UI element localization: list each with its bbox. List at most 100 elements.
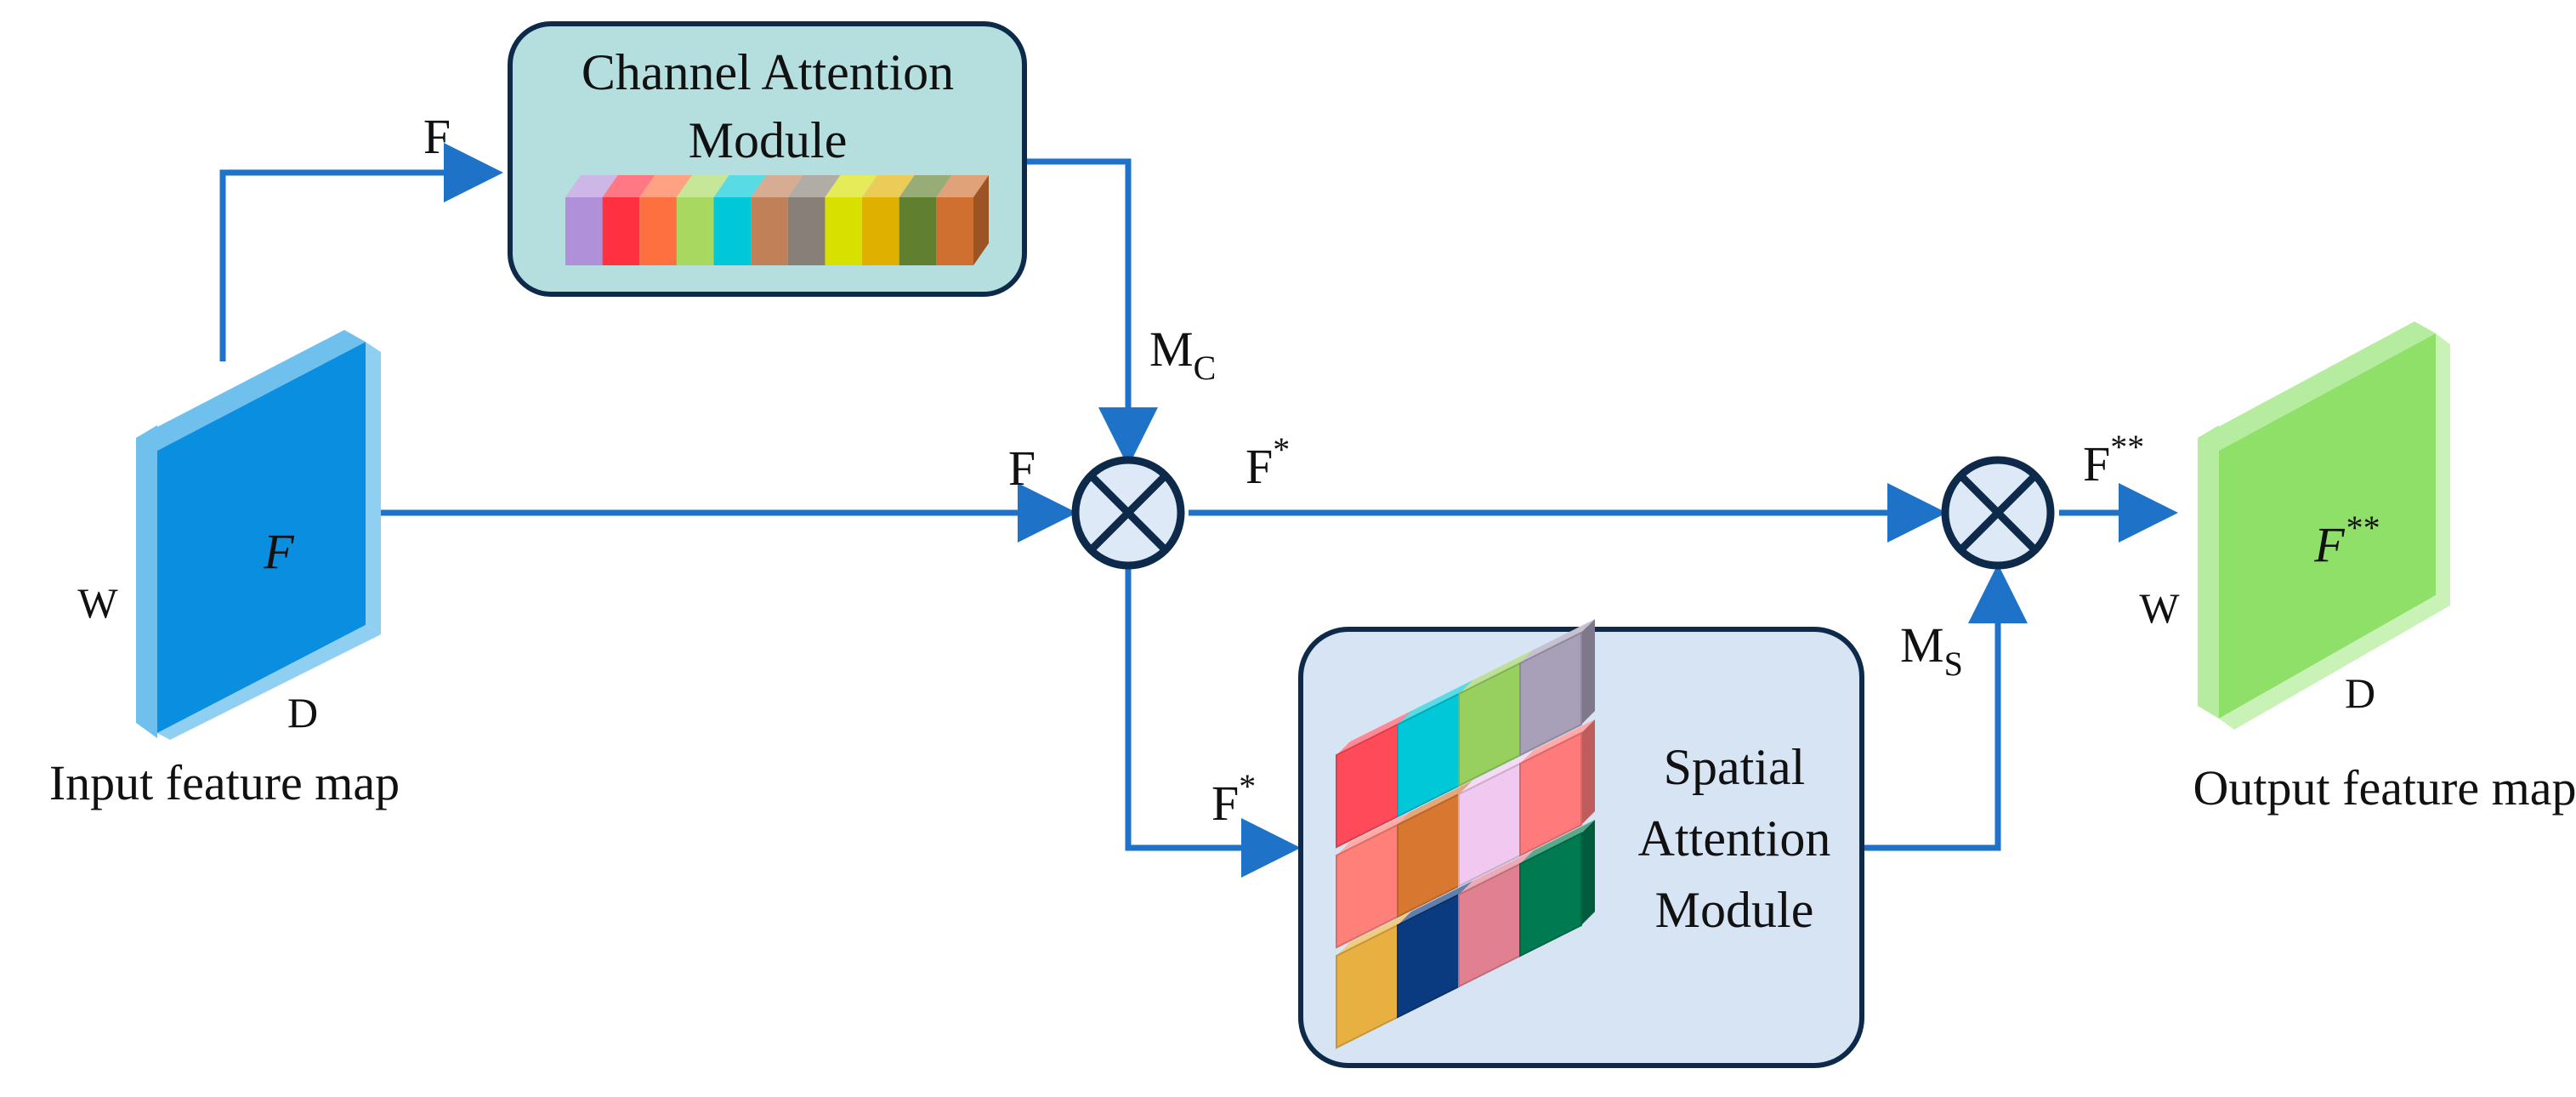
- spatial-module-title-line1: Spatial: [1664, 739, 1806, 795]
- spatial-module-title-line2: Attention: [1638, 810, 1831, 867]
- channel-slice-front: [565, 197, 603, 265]
- label-fstar-spatial-sup: *: [1239, 767, 1256, 805]
- spatial-tile-side: [1581, 820, 1595, 925]
- channel-slice-front: [676, 197, 714, 265]
- input-map-front-face: [157, 342, 366, 733]
- channel-slice-top: [602, 175, 655, 197]
- input-map-bottom-edge: [157, 625, 381, 740]
- channel-slice-front: [899, 197, 937, 265]
- spatial-tile-top: [1520, 719, 1595, 764]
- spatial-tile: [1519, 631, 1582, 757]
- channel-slice-top: [676, 175, 729, 197]
- label-ms-sub: S: [1944, 645, 1963, 683]
- label-ms: MS: [1900, 617, 1963, 683]
- spatial-tile-top: [1520, 619, 1595, 663]
- label-fstar-sup: *: [1273, 430, 1290, 469]
- label-fstar-spatial-base: F: [1211, 776, 1239, 831]
- arrow-operator1-to-spatial-module: [1125, 568, 1301, 878]
- channel-slice-top: [862, 175, 915, 197]
- channel-slice-top: [787, 175, 841, 197]
- input-map-center-label: F: [263, 524, 294, 579]
- channel-slice-top: [639, 175, 692, 197]
- arrow-input-to-channel-module: [219, 143, 503, 361]
- channel-slice-front: [825, 197, 863, 265]
- label-ms-base: M: [1900, 617, 1944, 673]
- input-map-top-face: [136, 330, 366, 451]
- channel-attention-module: Channel Attention Module: [508, 21, 1027, 297]
- channel-slice-top: [565, 175, 618, 197]
- output-map-right-edge: [2436, 333, 2450, 605]
- spatial-tile-top: [1459, 750, 1534, 794]
- label-mc: MC: [1149, 321, 1216, 387]
- connectors: [219, 143, 2178, 878]
- operator1-cross-b: [1087, 472, 1169, 554]
- label-mc-base: M: [1149, 321, 1194, 377]
- channel-slice-front: [936, 197, 973, 265]
- label-f-into-operator1: F: [1008, 441, 1036, 496]
- label-fstar-spatial: F*: [1211, 767, 1256, 831]
- channel-slice-top: [713, 175, 767, 197]
- channel-module-title-line1: Channel Attention: [582, 44, 954, 100]
- channel-slice-front: [751, 197, 788, 265]
- input-map-icon: [136, 330, 381, 740]
- input-map-depth-label: D: [287, 689, 318, 736]
- output-map-icon: [2198, 321, 2450, 730]
- spatial-tile-top: [1336, 811, 1411, 855]
- output-map-depth-label: D: [2345, 669, 2375, 717]
- multiply-operator-2: [1941, 456, 2055, 570]
- channel-slice-front: [602, 197, 640, 265]
- spatial-tile-top: [1520, 820, 1595, 864]
- input-map-caption: Input feature map: [49, 755, 400, 810]
- input-map-width-label: W: [77, 579, 118, 627]
- channel-slice-front: [639, 197, 677, 265]
- channel-slice-top: [936, 175, 989, 197]
- edge-labels: F MC F F* F* MS F**: [423, 109, 2144, 831]
- output-map-caption: Output feature map: [2193, 760, 2576, 816]
- input-map-side-face: [136, 425, 157, 738]
- channel-strip-icon: [565, 175, 989, 265]
- spatial-tile-top: [1459, 650, 1534, 694]
- spatial-tile-top: [1398, 680, 1472, 725]
- channel-slice-top: [751, 175, 803, 197]
- output-map-bottom-edge: [2219, 595, 2450, 730]
- label-fss-base: F: [2083, 436, 2110, 492]
- channel-slice-front: [713, 197, 752, 265]
- label-fss: F**: [2083, 428, 2144, 492]
- spatial-attention-module: Spatial Attention Module: [1298, 619, 1864, 1068]
- spatial-tile: [1519, 832, 1582, 958]
- spatial-tile-top: [1336, 711, 1411, 755]
- label-fss-sup: **: [2110, 428, 2144, 466]
- channel-slice-front: [787, 197, 826, 265]
- output-map-center-base: F: [2313, 517, 2345, 572]
- spatial-grid-icon: [1336, 619, 1595, 1049]
- channel-slice-front: [862, 197, 899, 265]
- label-fstar: F*: [1245, 430, 1290, 494]
- channel-slice-top: [825, 175, 878, 197]
- input-map-right-edge: [366, 342, 381, 634]
- channel-slice-top: [899, 175, 952, 197]
- output-map-center-label: F**: [2313, 509, 2378, 572]
- output-map-front-face: [2219, 333, 2436, 719]
- spatial-tile-top: [1336, 912, 1411, 956]
- spatial-tile-top: [1459, 850, 1534, 895]
- spatial-tile-top: [1398, 781, 1472, 825]
- spatial-module-title-line3: Module: [1655, 882, 1814, 938]
- spatial-tile-side: [1581, 719, 1595, 825]
- channel-slice-side: [973, 175, 989, 265]
- label-mc-sub: C: [1194, 349, 1217, 387]
- output-map-center-sup: **: [2345, 509, 2379, 547]
- spatial-tile-top: [1398, 881, 1472, 925]
- output-feature-map: F** W D Output feature map: [2139, 321, 2576, 816]
- spatial-tile: [1519, 731, 1582, 857]
- label-f-to-channel: F: [423, 109, 451, 164]
- label-fstar-base: F: [1245, 439, 1273, 494]
- spatial-tile-side: [1581, 619, 1595, 725]
- channel-module-title-line2: Module: [689, 112, 848, 168]
- input-feature-map: F W D Input feature map: [49, 330, 400, 810]
- arrow-spatial-module-to-operator2: [1862, 564, 2028, 851]
- output-map-top-face: [2198, 321, 2436, 451]
- output-map-side-face: [2198, 425, 2219, 719]
- multiply-operator-1: [1071, 456, 1185, 570]
